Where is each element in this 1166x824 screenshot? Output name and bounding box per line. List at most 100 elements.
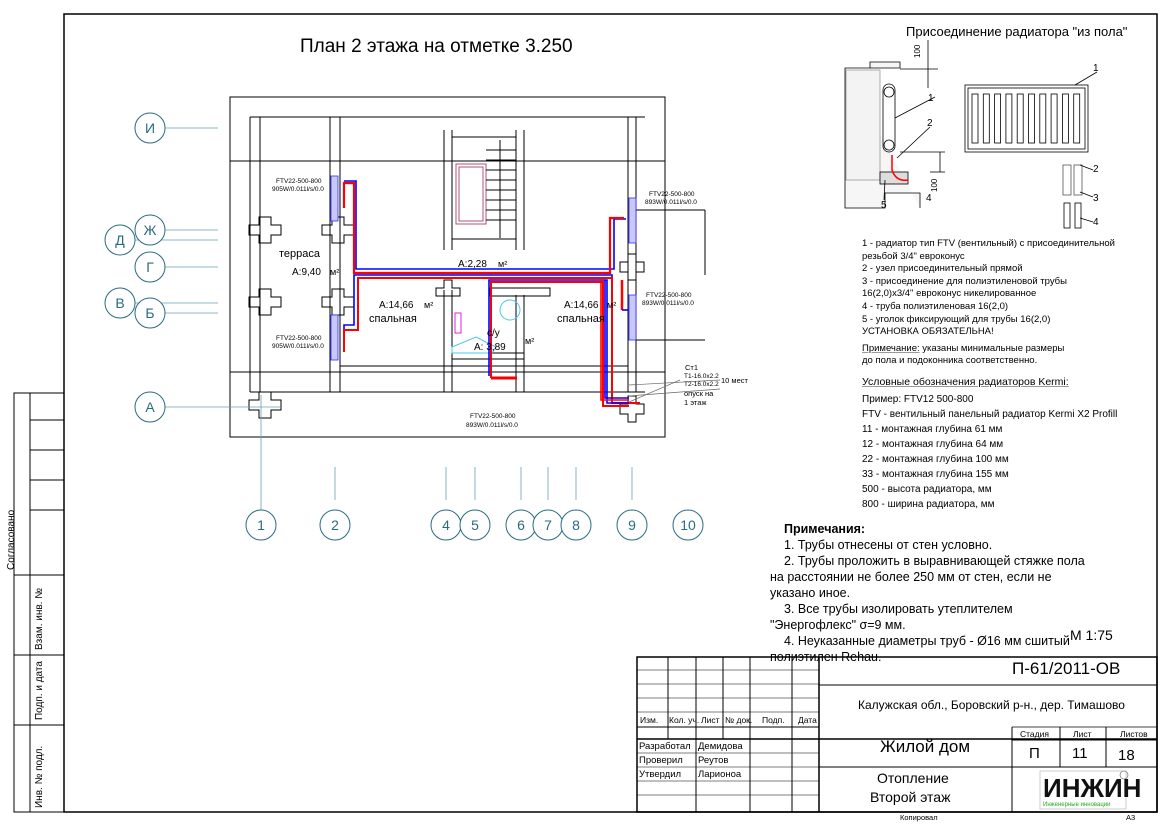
detail-callouts: 1 1 2 2 3 4 4 5 100 100 [881, 44, 1099, 228]
scale-label: М 1:75 [1070, 627, 1113, 643]
copied-label: Копировал [900, 813, 938, 822]
project-address: Калужская обл., Боровский р-н., дер. Тим… [858, 698, 1125, 712]
note-item: 1. Трубы отнесены от стен условно. [784, 538, 993, 552]
radiator-model: FTV22-500-800 [276, 178, 322, 185]
callout-5: 5 [881, 200, 887, 211]
axis-letter-label: Б [145, 305, 154, 321]
radiator-fin [982, 93, 990, 144]
sheet-title-2: Второй этаж [870, 789, 951, 805]
registered-icon [1119, 770, 1129, 780]
axis-number-circle [319, 509, 351, 541]
kermi-item: 800 - ширина радиатора, мм [862, 498, 995, 510]
side-stamp [13, 392, 65, 813]
header-doc-no: № док. [725, 715, 753, 725]
axis-number-circle [616, 509, 648, 541]
radiator-fin [1028, 93, 1035, 144]
room-name-bedroom-1: спальная [369, 313, 417, 325]
stage-value: П [1029, 745, 1040, 762]
radiators [330, 175, 637, 361]
heating-pipes [342, 180, 640, 407]
radiator [330, 314, 339, 361]
header-sign: Подп. [762, 715, 785, 725]
radiator-spec: 893W/0.011l/s/0.0 [466, 422, 518, 429]
name-approver: Ларионоа [698, 769, 742, 780]
axis-letter-circle [104, 224, 136, 256]
legend-item: УСТАНОВКА ОБЯЗАТЕЛЬНА! [862, 326, 994, 338]
riser-leader [628, 379, 721, 403]
room-name-bedroom-2: спальная [557, 313, 605, 325]
callout-3: 3 [1093, 193, 1099, 204]
radiator-fin [1050, 93, 1058, 144]
notes-title: Примечания: [784, 522, 866, 536]
callout-4: 4 [926, 193, 932, 204]
radiator-model: FTV22-500-800 [649, 191, 695, 198]
legend-item: 16(2,0)x3/4" евроконус никелированное [862, 288, 1037, 300]
note-item: 2. Трубы проложить в выравнивающей стяжк… [770, 554, 1085, 600]
axis-letter-label: В [115, 295, 124, 311]
legend-item: 5 - уголок фиксирующий для трубы 16(2,0) [862, 313, 1051, 325]
note-item: 3. Все трубы изолировать утеплителем "Эн… [770, 602, 1013, 632]
area-unit: м² [424, 300, 433, 310]
radiator-fin [1073, 93, 1081, 144]
kermi-item: 12 - монтажная глубина 64 мм [862, 438, 1004, 450]
legend-note: до пола и подоконника соответственно. [862, 355, 1038, 367]
room-area-bedroom-1: A:14,66 [379, 300, 414, 311]
stamp-inv-orig: Инв. № подл. [34, 745, 45, 808]
header-kol-uch: Кол. уч. [669, 715, 700, 725]
callout-2: 2 [1093, 164, 1099, 175]
object-name: Жилой дом [880, 737, 971, 756]
header-list: Лист [701, 715, 720, 725]
axis-letter-circle [134, 214, 166, 246]
axis-letter-circle [134, 251, 166, 283]
general-notes: Примечания: 1. Трубы отнесены от стен ус… [770, 521, 1100, 665]
sheet-label: Лист [1073, 729, 1092, 739]
room-area-terrace: A:9,40 [292, 267, 321, 278]
radiator [628, 294, 637, 341]
axis-number-label: 10 [680, 517, 696, 533]
radiator-fin [1039, 93, 1047, 144]
role-approver: Утвердил [639, 769, 682, 780]
riser-name: Ст1 [685, 363, 698, 372]
radiator-model: FTV22-500-800 [646, 292, 692, 299]
callout-1: 1 [1093, 63, 1099, 74]
axis-number-label: 7 [544, 517, 552, 533]
name-checker: Реутов [698, 755, 729, 766]
radiator-model: FTV22-500-800 [470, 413, 516, 420]
dimension-100: 100 [913, 44, 922, 58]
area-unit: м² [330, 267, 339, 277]
legend-item: резьбой 3/4" евроконус [862, 250, 965, 262]
legend-note-label: Примечание: [862, 342, 920, 354]
axis-number-circle [560, 509, 592, 541]
legend-item: 4 - труба полиэтиленовая 16(2,0) [862, 300, 1009, 312]
stamp-inv-replace: Взам. инв. № [34, 588, 45, 650]
riser-t1: Т1-16.0x2.2 [684, 373, 719, 380]
logo-subtitle: Инженерные инновации [1043, 802, 1111, 808]
room-area-hall: A:2,28 [458, 259, 487, 270]
name-developer: Демидова [698, 741, 743, 752]
axis-letter-circle [134, 297, 166, 329]
axis-number-label: 2 [331, 517, 339, 533]
radiator-detail-side [844, 40, 945, 209]
radiator-labels: FTV22-500-800 905W/0.011l/s/0.0 FTV22-50… [272, 178, 697, 429]
header-izm: Изм. [640, 715, 659, 725]
room-area-bathroom: A: 3,89 [474, 342, 506, 353]
axis-number-circle [245, 509, 277, 541]
kermi-item: 500 - высота радиатора, мм [862, 483, 992, 495]
radiator-fin [1005, 93, 1013, 144]
radiator-spec: 905W/0.011l/s/0.0 [272, 186, 324, 193]
stamp-sign-date: Подп. и дата [34, 661, 45, 720]
building-plan [229, 96, 706, 438]
riser-t2: Т2-16.0x2.2 [684, 381, 719, 388]
axis-letter-circle [134, 112, 166, 144]
kermi-legend-title: Условные обозначения радиаторов Kermi: [862, 375, 1069, 388]
stamp-agreed: Согласовано [6, 509, 17, 570]
radiator-spec: 893W/0.011l/s/0.0 [642, 300, 694, 307]
axis-number-label: 5 [471, 517, 479, 533]
room-area-bedroom-2: A:14,66 [564, 300, 599, 311]
dimension-100: 100 [930, 178, 939, 192]
radiator-legend: 1 - радиатор тип FTV (вентильный) с прис… [862, 238, 1117, 512]
title-block-grid [636, 656, 1158, 813]
radiator-fin [971, 93, 979, 144]
